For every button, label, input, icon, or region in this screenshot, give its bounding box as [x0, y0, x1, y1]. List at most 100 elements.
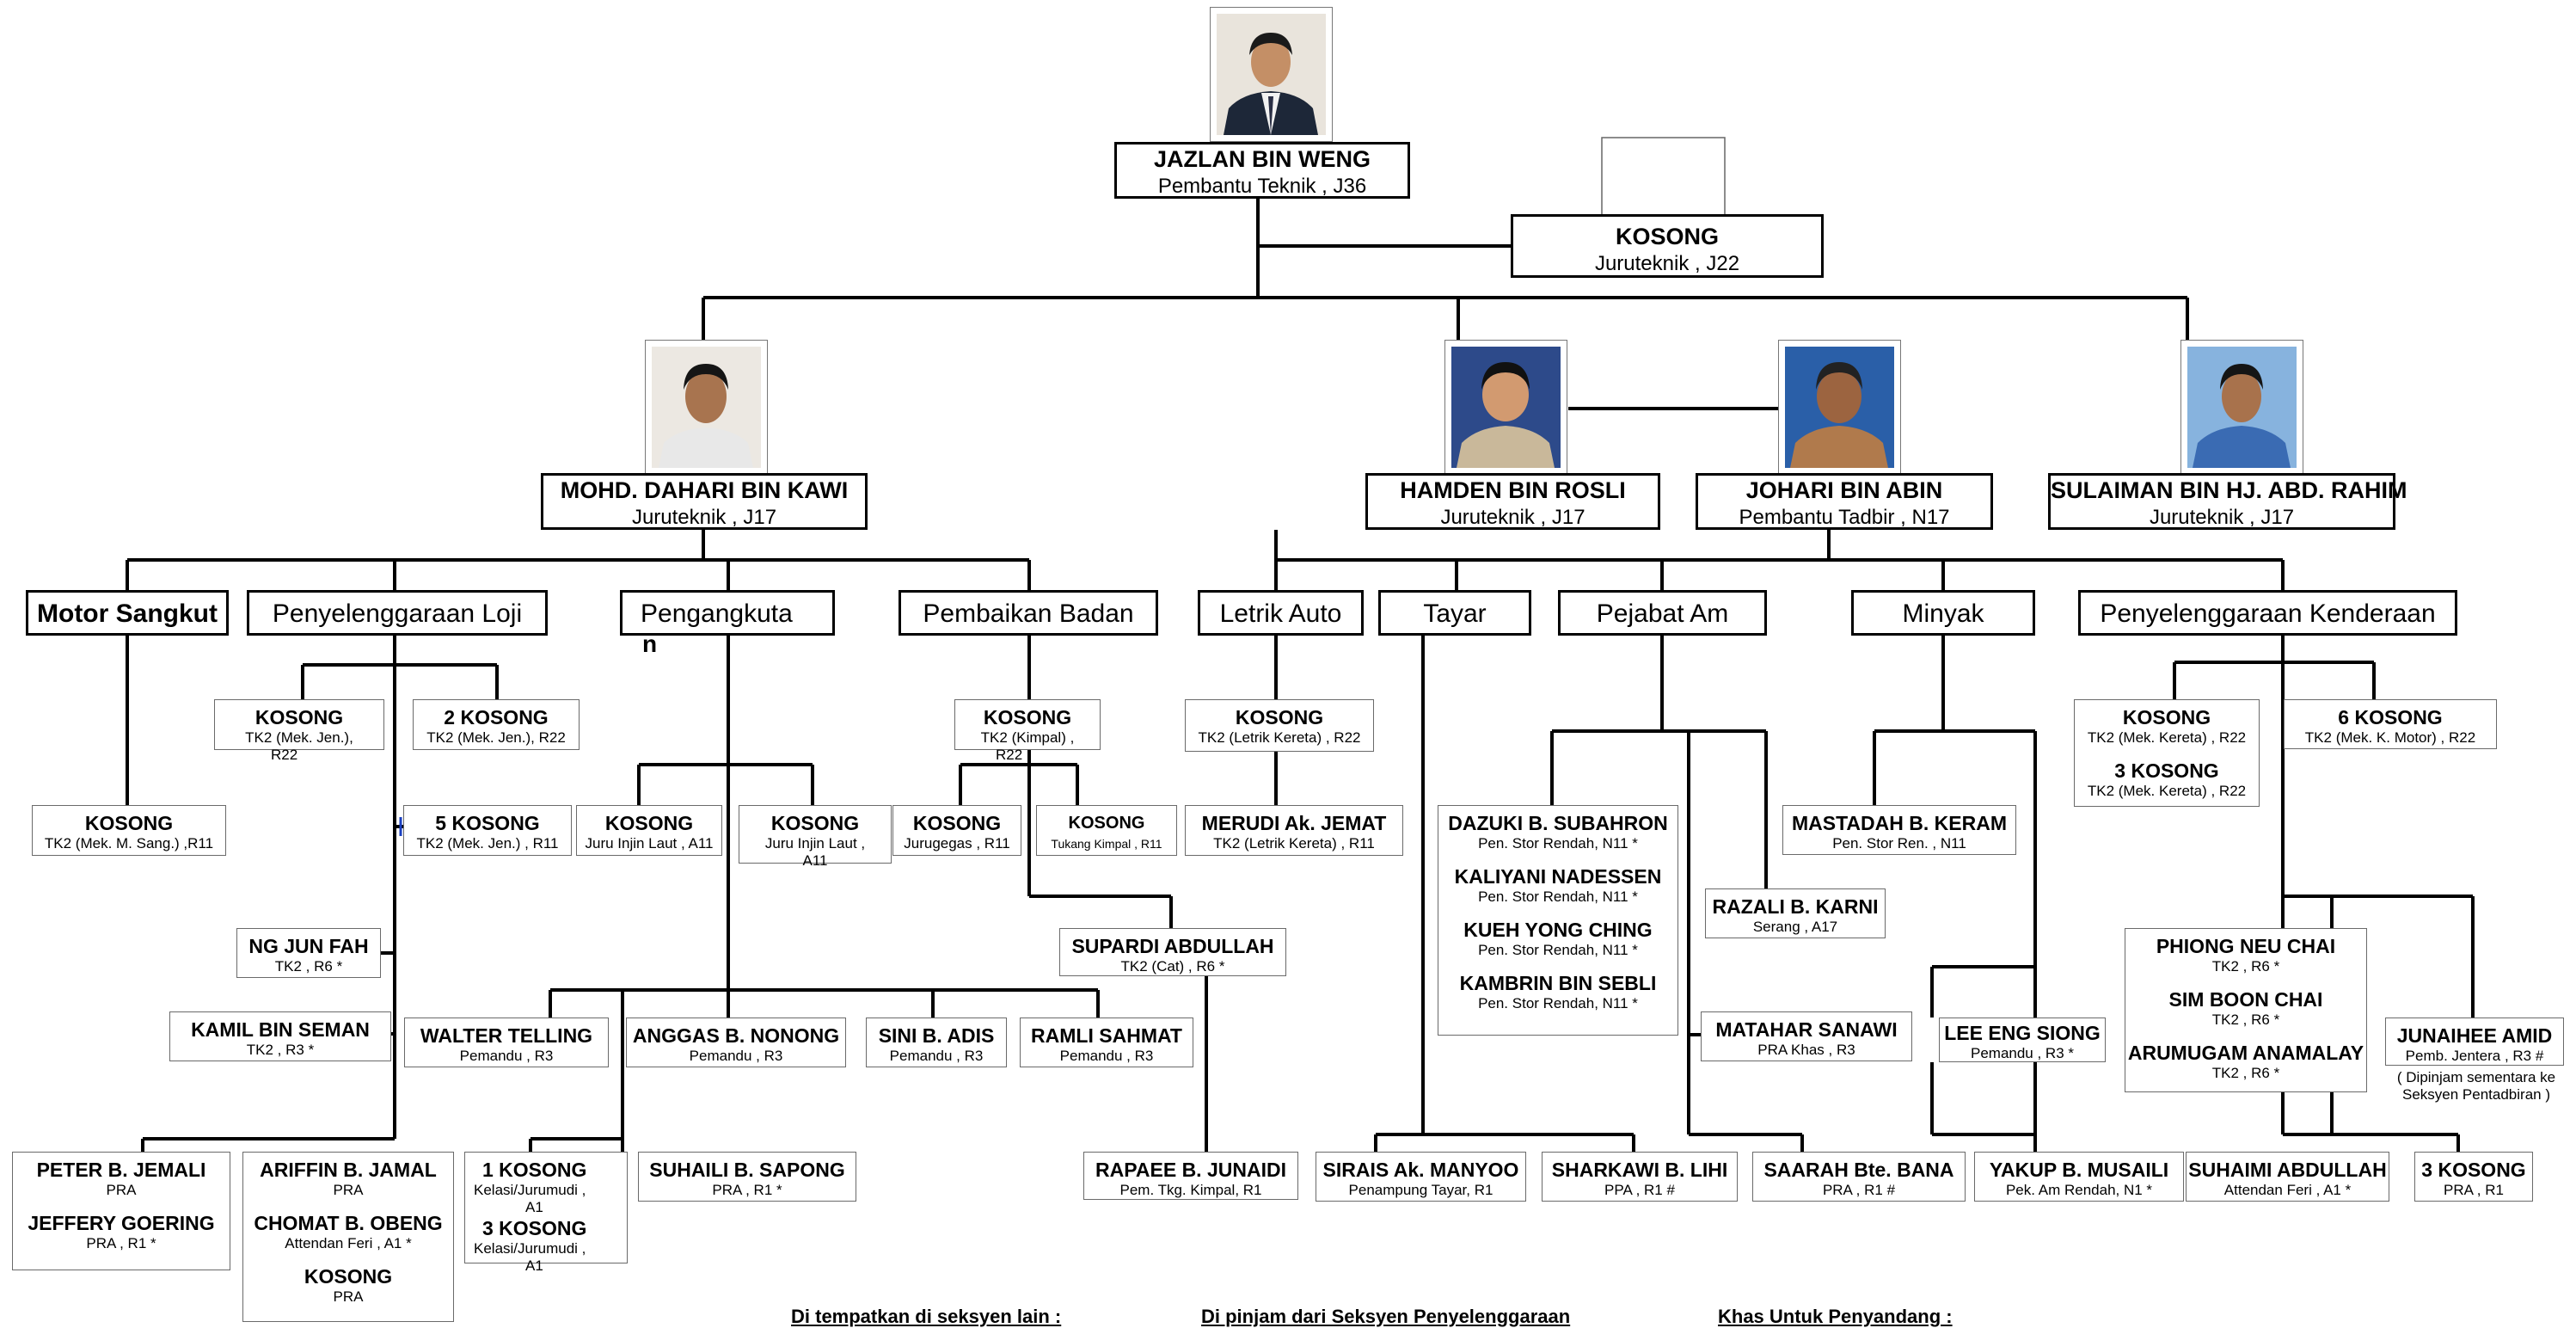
staff-box[interactable]: PETER B. JEMALI PRA JEFFERY GOERING PRA … [12, 1152, 230, 1270]
staff-title: Pen. Stor Rendah, N11 * [1478, 995, 1638, 1011]
staff-name: RAPAEE B. JUNAIDI [1095, 1159, 1286, 1181]
staff-box[interactable]: YAKUP B. MUSAILI Pek. Am Rendah, N1 * [1974, 1152, 2184, 1202]
staff-box[interactable]: SUHAILI B. SAPONG PRA , R1 * [638, 1152, 856, 1202]
staff-title: PRA [333, 1288, 364, 1305]
manager-title: Juruteknik , J17 [1440, 506, 1585, 529]
deputy-title: Juruteknik , J22 [1594, 252, 1740, 275]
section-minyak[interactable]: Minyak [1851, 590, 2035, 636]
staff-name: KOSONG [1068, 814, 1145, 833]
staff-title-cont: R22 [996, 747, 1023, 763]
manager-box-hamden[interactable]: HAMDEN BIN ROSLI Juruteknik , J17 [1365, 473, 1660, 530]
portrait-image [1785, 347, 1894, 468]
head-box[interactable]: JAZLAN BIN WENG Pembantu Teknik , J36 [1114, 142, 1410, 199]
section-penyelenggaraan-kenderaan[interactable]: Penyelenggaraan Kenderaan [2078, 590, 2457, 636]
manager-box-johari[interactable]: JOHARI BIN ABIN Pembantu Tadbir , N17 [1696, 473, 1993, 530]
staff-box[interactable]: 5 KOSONG TK2 (Mek. Jen.) , R11 [403, 805, 572, 856]
section-tayar[interactable]: Tayar [1378, 590, 1531, 636]
staff-name: 1 KOSONG [482, 1159, 587, 1181]
staff-title: PRA [106, 1182, 137, 1198]
photo-hamden [1444, 340, 1567, 475]
staff-box[interactable]: 2 KOSONG TK2 (Mek. Jen.), R22 [413, 699, 580, 750]
manager-box-dahari[interactable]: MOHD. DAHARI BIN KAWI Juruteknik , J17 [541, 473, 868, 530]
staff-box[interactable]: SHARKAWI B. LIHI PPA , R1 # [1542, 1152, 1738, 1202]
staff-title: TK2 (Letrik Kereta) , R22 [1198, 729, 1361, 746]
section-penyelenggaraan-loji[interactable]: Penyelenggaraan Loji [247, 590, 548, 636]
section-pejabat-am[interactable]: Pejabat Am [1558, 590, 1767, 636]
staff-name: KOSONG [2122, 706, 2211, 729]
staff-box[interactable]: ARIFFIN B. JAMAL PRA CHOMAT B. OBENG Att… [242, 1152, 454, 1322]
staff-name: SHARKAWI B. LIHI [1551, 1159, 1728, 1181]
section-motor-sangkut[interactable]: Motor Sangkut [26, 590, 229, 636]
staff-name: 3 KOSONG [482, 1217, 587, 1239]
staff-name: SUHAIMI ABDULLAH [2188, 1159, 2387, 1181]
loan-note-line: Seksyen Pentadbiran ) [2402, 1086, 2550, 1103]
section-label: Pengangkuta [641, 599, 793, 628]
staff-name: ARUMUGAM ANAMALAY [2127, 1042, 2364, 1064]
staff-box[interactable]: PHIONG NEU CHAI TK2 , R6 * SIM BOON CHAI… [2125, 928, 2367, 1092]
staff-box[interactable]: DAZUKI B. SUBAHRON Pen. Stor Rendah, N11… [1438, 805, 1678, 1036]
staff-title: Pem. Tkg. Kimpal, R1 [1119, 1182, 1262, 1198]
staff-box[interactable]: SUHAIMI ABDULLAH Attendan Feri , A1 * [2186, 1152, 2389, 1202]
staff-title: Penampung Tayar, R1 [1348, 1182, 1493, 1198]
staff-title: Pemandu , R3 [1059, 1048, 1154, 1064]
deputy-name: KOSONG [1615, 224, 1719, 249]
staff-box[interactable]: RAMLI SAHMAT Pemandu , R3 [1020, 1018, 1193, 1067]
staff-box[interactable]: KOSONG TK2 (Mek. Kereta) , R22 3 KOSONG … [2074, 699, 2260, 807]
staff-box[interactable]: 6 KOSONG TK2 (Mek. K. Motor) , R22 [2284, 699, 2497, 749]
staff-box[interactable]: SINI B. ADIS Pemandu , R3 [866, 1018, 1007, 1067]
staff-name: LEE ENG SIONG [1944, 1022, 2101, 1044]
staff-box[interactable]: KOSONG TK2 (Mek. M. Sang.) ,R11 [32, 805, 226, 856]
staff-box[interactable]: 1 KOSONG Kelasi/Jurumudi , A1 3 KOSONG K… [464, 1152, 628, 1274]
staff-box[interactable]: WALTER TELLING Pemandu , R3 [404, 1018, 609, 1067]
section-letrik-auto[interactable]: Letrik Auto [1198, 590, 1364, 636]
deputy-box[interactable]: KOSONG Juruteknik , J22 [1511, 214, 1824, 278]
staff-box[interactable]: KOSONG Tukang Kimpal , R11 [1036, 805, 1177, 856]
staff-title: PRA [333, 1182, 364, 1198]
staff-box[interactable]: MASTADAH B. KERAM Pen. Stor Ren. , N11 [1782, 805, 2016, 855]
staff-name: SIM BOON CHAI [2168, 988, 2323, 1011]
staff-box[interactable]: KOSONG TK2 (Mek. Jen.), R22 [214, 699, 384, 763]
staff-box[interactable]: RAZALI B. KARNI Serang , A17 [1705, 888, 1886, 938]
staff-name: MASTADAH B. KERAM [1791, 812, 2007, 834]
manager-box-sulaiman[interactable]: SULAIMAN BIN HJ. ABD. RAHIM Juruteknik ,… [2048, 473, 2407, 530]
staff-title: TK2 (Kimpal) , [980, 729, 1075, 746]
staff-box[interactable]: KOSONG Juru Injin Laut , A11 [576, 805, 722, 856]
staff-title: Pemandu , R3 [889, 1048, 984, 1064]
staff-title: Kelasi/Jurumudi , [474, 1182, 586, 1198]
staff-name: SIRAIS Ak. MANYOO [1322, 1159, 1519, 1181]
staff-title: Pemandu , R3 [459, 1048, 554, 1064]
staff-name: KUEH YONG CHING [1463, 919, 1653, 941]
staff-box[interactable]: RAPAEE B. JUNAIDI Pem. Tkg. Kimpal, R1 [1083, 1152, 1298, 1200]
staff-box[interactable]: KAMIL BIN SEMAN TK2 , R3 * [169, 1011, 391, 1061]
manager-name: JOHARI BIN ABIN [1745, 477, 1943, 503]
staff-title-cont: A11 [802, 852, 828, 869]
staff-box[interactable]: MATAHAR SANAWI PRA Khas , R3 [1701, 1011, 1912, 1061]
staff-box[interactable]: LEE ENG SIONG Pemandu , R3 * [1939, 1018, 2106, 1062]
section-pengangkutan[interactable]: Pengangkuta [620, 590, 835, 636]
portrait-image [1451, 347, 1561, 468]
staff-name: 6 KOSONG [2338, 706, 2443, 729]
staff-name: PETER B. JEMALI [36, 1159, 206, 1181]
section-pembaikan-badan[interactable]: Pembaikan Badan [899, 590, 1158, 636]
staff-name: CHOMAT B. OBENG [254, 1212, 443, 1234]
staff-box[interactable]: SAARAH Bte. BANA PRA , R1 # [1752, 1152, 1966, 1202]
footer-note-other-section: Di tempatkan di seksyen lain : [791, 1306, 1062, 1327]
staff-box[interactable]: KOSONG TK2 (Letrik Kereta) , R22 [1185, 699, 1374, 752]
staff-box[interactable]: SUPARDI ABDULLAH TK2 (Cat) , R6 * [1059, 928, 1286, 976]
staff-box[interactable]: ANGGAS B. NONONG Pemandu , R3 [626, 1018, 846, 1067]
staff-box[interactable]: MERUDI Ak. JEMAT TK2 (Letrik Kereta) , R… [1185, 805, 1403, 856]
staff-box[interactable]: KOSONG TK2 (Kimpal) , R22 [954, 699, 1101, 763]
staff-box[interactable]: JUNAIHEE AMID Pemb. Jentera , R3 # [2385, 1018, 2564, 1066]
staff-name: KOSONG [1235, 706, 1324, 729]
staff-name: JEFFERY GOERING [28, 1212, 215, 1234]
staff-box[interactable]: NG JUN FAH TK2 , R6 * [236, 928, 381, 978]
staff-box[interactable]: KOSONG Jurugegas , R11 [892, 805, 1021, 856]
staff-box[interactable]: SIRAIS Ak. MANYOO Penampung Tayar, R1 [1316, 1152, 1526, 1202]
staff-title: PRA , R1 * [86, 1235, 156, 1251]
footer-note-special: Khas Untuk Penyandang : [1718, 1306, 1953, 1327]
loan-note: ( Dipinjam sementara ke Seksyen Pentadbi… [2382, 1069, 2571, 1104]
staff-box[interactable]: 3 KOSONG PRA , R1 [2414, 1152, 2533, 1202]
staff-title: Serang , A17 [1752, 919, 1838, 935]
staff-box[interactable]: KOSONG Juru Injin Laut , A11 [739, 805, 892, 869]
staff-title: TK2 , R6 * [2211, 1065, 2280, 1081]
